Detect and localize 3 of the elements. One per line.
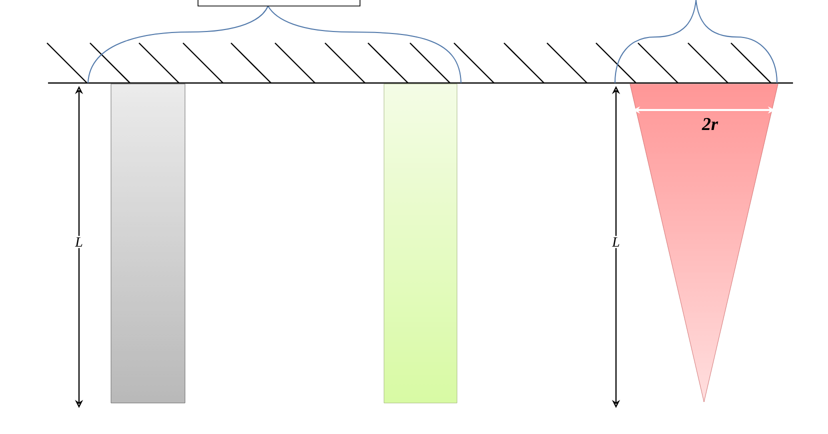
dimension-label: 2r: [702, 118, 718, 130]
dimension-label: L: [610, 236, 622, 248]
dimension-label: L: [74, 236, 84, 248]
